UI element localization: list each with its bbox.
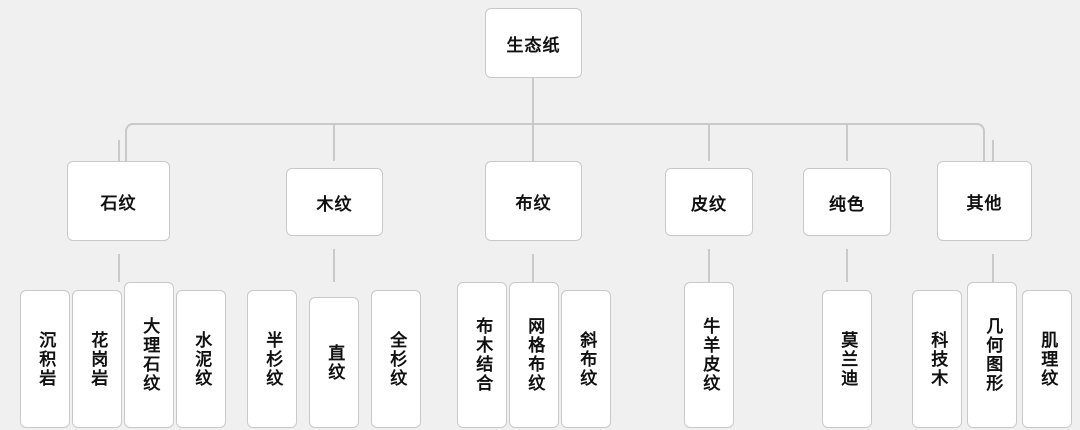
leaf-node[interactable]: 水泥纹: [176, 290, 226, 428]
leaf-node[interactable]: 莫兰迪: [822, 290, 872, 428]
leaf-node[interactable]: 布木结合: [457, 282, 507, 428]
leaf-node[interactable]: 牛羊皮纹: [684, 282, 734, 428]
category-node-stone[interactable]: 石纹: [67, 161, 170, 241]
leaf-label: 斜布纹: [576, 330, 597, 388]
leaf-label: 肌理纹: [1037, 330, 1058, 388]
stem-to-category-2: [532, 125, 534, 161]
leaf-node[interactable]: 几何图形: [967, 282, 1017, 428]
leaf-label: 水泥纹: [191, 330, 212, 388]
leaf-label: 直纹: [324, 343, 345, 382]
category-bus: [125, 123, 985, 161]
category-label-fabric: 布纹: [515, 193, 552, 214]
leaf-label: 沉积岩: [35, 330, 56, 388]
leaf-node[interactable]: 肌理纹: [1022, 290, 1072, 428]
leaf-label: 布木结合: [472, 317, 493, 393]
leaf-label: 花岗岩: [87, 330, 108, 388]
leaf-label: 大理石纹: [139, 317, 160, 393]
stem-category-wood-to-leaves: [333, 249, 335, 282]
category-node-fabric[interactable]: 布纹: [485, 161, 582, 241]
stem-to-category-3: [708, 125, 710, 161]
category-label-other: 其他: [966, 193, 1003, 214]
stem-category-solid-to-leaves: [846, 249, 848, 282]
category-label-wood: 木纹: [316, 194, 353, 215]
stem-to-category-5: [992, 140, 994, 162]
leaf-label: 莫兰迪: [837, 330, 858, 388]
category-node-wood[interactable]: 木纹: [286, 168, 383, 236]
leaf-node[interactable]: 大理石纹: [124, 282, 174, 428]
stem-category-other-to-leaves: [992, 254, 994, 282]
leaf-label: 几何图形: [982, 317, 1003, 393]
leaf-node[interactable]: 花岗岩: [72, 290, 122, 428]
leaf-node[interactable]: 沉积岩: [20, 290, 70, 428]
category-label-stone: 石纹: [100, 193, 137, 214]
root-node[interactable]: 生态纸: [485, 8, 582, 78]
leaf-node[interactable]: 直纹: [309, 297, 359, 428]
leaf-node[interactable]: 斜布纹: [561, 290, 611, 428]
leaf-label: 半杉纹: [262, 330, 283, 388]
root-node-label: 生态纸: [506, 35, 561, 56]
leaf-label: 全杉纹: [386, 330, 407, 388]
category-node-solid[interactable]: 纯色: [803, 168, 891, 236]
leaf-node[interactable]: 科技木: [912, 290, 962, 428]
stem-to-category-1: [333, 125, 335, 161]
leaf-node[interactable]: 网格布纹: [509, 282, 559, 428]
root-stem: [532, 78, 534, 124]
leaf-label: 牛羊皮纹: [699, 317, 720, 393]
category-label-solid: 纯色: [829, 194, 865, 215]
category-node-leather[interactable]: 皮纹: [665, 168, 753, 236]
category-label-leather: 皮纹: [691, 194, 727, 215]
leaf-label: 科技木: [927, 330, 948, 388]
stem-category-stone-to-leaves: [118, 254, 120, 282]
leaf-label: 网格布纹: [524, 317, 545, 393]
category-node-other[interactable]: 其他: [937, 161, 1032, 241]
leaf-node[interactable]: 半杉纹: [247, 290, 297, 428]
stem-category-fabric-to-leaves: [532, 254, 534, 282]
stem-to-category-4: [846, 125, 848, 161]
stem-to-category-0: [118, 140, 120, 162]
leaf-node[interactable]: 全杉纹: [371, 290, 421, 428]
stem-category-leather-to-leaves: [708, 249, 710, 282]
